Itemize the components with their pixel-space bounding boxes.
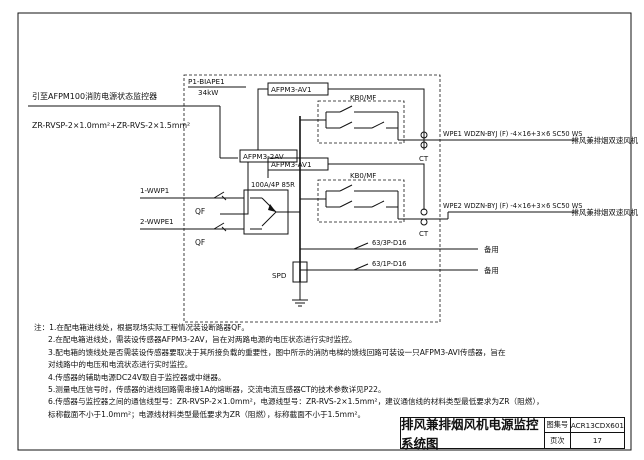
page-number: 17 bbox=[592, 436, 602, 445]
note-line: 3.配电箱的馈线处是否需装设传感器要取决于其所接负载的重要性，图中所示的消防电梯… bbox=[48, 347, 506, 357]
ats-switch-symbol bbox=[250, 197, 288, 230]
ats-label: 100A/4P 85R bbox=[251, 181, 295, 189]
spare-2-label: 备用 bbox=[484, 266, 499, 275]
spd-label: SPD bbox=[272, 271, 287, 280]
ct-top-coil-1 bbox=[420, 131, 428, 139]
panel-power-label: 34kW bbox=[198, 88, 218, 97]
qf-bottom-breaker bbox=[213, 222, 227, 232]
feeder-2-label: WPE2 WDZN-BYJ (F) -4×16+3×6 SC50 WS bbox=[443, 202, 582, 210]
monitor-cable-label: ZR-RVSP-2×1.0mm²+ZR-RVS-2×1.5mm² bbox=[32, 121, 190, 130]
note-line: 对线路中的电压和电流状态进行实时监控。 bbox=[48, 360, 193, 370]
note-line: 注：1.在配电箱进线处，根据现场实际工程情况装设断路器QF。 bbox=[34, 323, 250, 332]
ct-top-coil-2 bbox=[420, 141, 428, 149]
qf-top-label: QF bbox=[195, 207, 205, 216]
contactor-top-label: KB0/MF bbox=[350, 94, 376, 102]
incoming-2-label: 2-WWPE1 bbox=[140, 218, 174, 226]
sensor-av1-top-wire bbox=[257, 88, 268, 150]
monitor-source-label: 引至AFPM100消防电源状态监控器 bbox=[32, 91, 157, 101]
atlas-number: ACR13CDX601 bbox=[570, 418, 624, 433]
sensor-av1-top-ct-wire bbox=[328, 88, 425, 150]
spare-breaker-2-label: 63/1P-D16 bbox=[372, 260, 407, 268]
load-1-label: 排风兼排烟双速风机 bbox=[571, 136, 638, 145]
sensor-av1-top-label: AFPM3-AV1 bbox=[271, 85, 312, 94]
contactor-bottom-label: KB0/MF bbox=[350, 172, 376, 180]
drawing-title: 排风兼排烟风机电源监控系统图 bbox=[401, 417, 545, 451]
note-line: 2.在配电箱进线处，需装设传感器AFPM3-2AV，旨在对两路电源的电压状态进行… bbox=[48, 335, 357, 345]
qf-bottom-label: QF bbox=[195, 238, 205, 247]
feeder-1-label: WPE1 WDZN-BYJ (F) -4×16+3×6 SC50 WS bbox=[443, 130, 582, 138]
ct-bottom-coil-2 bbox=[420, 218, 428, 226]
sensor-2av-label: AFPM3-2AV bbox=[243, 152, 284, 161]
page-label: 页次 bbox=[545, 433, 571, 448]
spare-breaker-1-label: 63/3P-D16 bbox=[372, 239, 407, 247]
title-block-grid: 图集号 ACR13CDX601 页次 17 bbox=[544, 418, 624, 448]
contactor-bottom-box bbox=[317, 179, 405, 223]
spd-box bbox=[292, 261, 308, 283]
atlas-label: 图集号 bbox=[544, 418, 571, 433]
sensor-2av-incoming-wire bbox=[220, 162, 249, 215]
contactor-bottom-contacts bbox=[326, 184, 399, 219]
notes-section: 注：1.在配电箱进线处，根据现场实际工程情况装设断路器QF。 2.在配电箱进线处… bbox=[34, 322, 554, 421]
drawing-frame bbox=[17, 12, 632, 451]
note-line: 6.传感器与监控器之间的通信线型号：ZR-RVSP-2×1.0mm²，电源线型号… bbox=[48, 397, 544, 407]
sensor-av1-bottom-ct-wire bbox=[328, 163, 425, 210]
note-line: 4.传感器的辅助电源DC24V取自于监控器或中继器。 bbox=[48, 372, 226, 382]
incoming-1-label: 1-WWP1 bbox=[140, 187, 169, 195]
sensor-av1-bottom-label: AFPM3-AV1 bbox=[271, 160, 312, 169]
spare-1-breaker bbox=[353, 242, 369, 250]
ct-bottom-coil-1 bbox=[420, 208, 428, 216]
spare-2-breaker bbox=[353, 263, 369, 271]
ct-bottom-label: CT bbox=[419, 230, 429, 238]
spare-1-label: 备用 bbox=[484, 245, 499, 254]
panel-id-label: P1-BIAPE1 bbox=[188, 77, 225, 86]
qf-top-breaker bbox=[213, 191, 227, 201]
title-block: 排风兼排烟风机电源监控系统图 图集号 ACR13CDX601 页次 17 bbox=[400, 417, 625, 451]
contactor-top-contacts bbox=[326, 105, 399, 140]
load-2-label: 排风兼排烟双速风机 bbox=[571, 208, 638, 217]
ct-top-label: CT bbox=[419, 155, 429, 163]
note-line: 5.测量电压信号时，传感器的进线回路需串接1A的熔断器，交流电流互感器CT的技术… bbox=[48, 385, 386, 395]
note-line: 标称截面不小于1.0mm²；电源线材料类型最低要求为ZR（阻燃），标称截面不小于… bbox=[48, 409, 366, 419]
contactor-top-box bbox=[317, 100, 405, 144]
